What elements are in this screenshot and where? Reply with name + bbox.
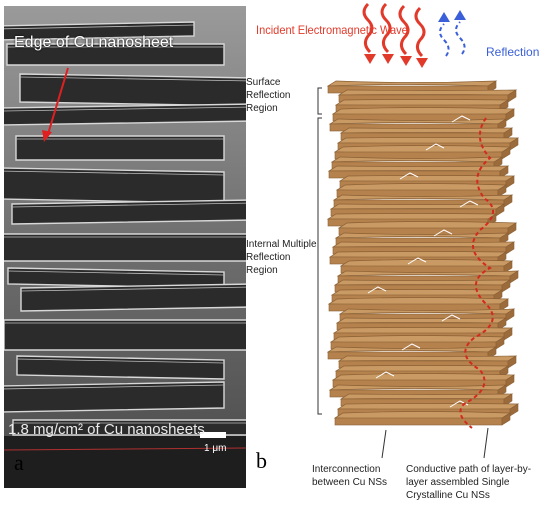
sem-sheet: [20, 283, 246, 312]
incident-waves: [362, 2, 426, 58]
nanosheet-top: [336, 403, 520, 410]
reflection-label: Reflection: [486, 45, 540, 59]
incident-wave-3: [398, 4, 410, 56]
sem-title: Edge of Cu nanosheet: [14, 34, 174, 51]
incident-arrowheads: [364, 54, 428, 68]
schematic: [317, 2, 520, 459]
edge-arrow-head: [42, 130, 52, 142]
internal-reflection-arrow: [441, 314, 461, 322]
nanosheet-top: [326, 213, 498, 220]
sem-caption: 1.8 mg/cm² of Cu nanosheets: [8, 421, 205, 438]
incident-wave-1: [362, 2, 374, 54]
surface-region-label: Surface Reflection Region: [246, 77, 291, 114]
internal-reflection-arrow: [401, 343, 421, 351]
nanosheet-top: [337, 89, 518, 96]
nanosheet-top: [339, 127, 514, 134]
surface-bracket: [317, 87, 322, 115]
reflection-wave-2: [455, 21, 466, 55]
nanosheet-top: [333, 279, 512, 286]
internal-reflection-arrow: [451, 115, 471, 123]
sem-red-line: [4, 447, 246, 451]
sem-sheet-edge: [20, 286, 246, 292]
nanosheet-top: [331, 241, 516, 248]
interconn-pointer: [381, 429, 387, 459]
nanosheet-side: [503, 260, 513, 274]
sem-sheet-edge: [4, 384, 225, 390]
internal-reflection-arrow: [433, 229, 453, 237]
incident-wave-4: [414, 6, 426, 58]
reflection-arrowheads: [438, 10, 466, 22]
reflection-wave-1: [439, 23, 450, 57]
internal-reflection-arrow: [425, 143, 445, 151]
nanosheet-top: [326, 80, 498, 87]
sem-layers: [4, 21, 246, 436]
incident-wave-label: Incident Electromagnetic Wave: [256, 23, 408, 37]
panel-a-letter: a: [14, 450, 24, 475]
nanosheet-side: [499, 298, 509, 312]
nanosheet-top: [334, 99, 510, 106]
sem-sheet: [6, 43, 225, 66]
nanosheet-top: [336, 137, 520, 144]
nanosheet-top: [338, 175, 516, 182]
sem-sheet-edge: [4, 24, 195, 30]
conductive-path: [459, 117, 494, 429]
internal-reflection-arrow: [367, 286, 387, 294]
interconnection-label: Interconnection between Cu NSs: [312, 464, 388, 488]
nanosheet-side: [497, 184, 507, 198]
internal-region-label: Internal Multiple Reflection Region: [246, 239, 317, 276]
sem-sheet-edge: [7, 270, 225, 276]
sem-sheet: [4, 233, 246, 262]
incident-wave-2: [380, 2, 392, 54]
nanosheet-front: [334, 417, 503, 426]
internal-reflection-arrow: [399, 172, 419, 180]
nanosheet-top: [328, 251, 508, 258]
sem-sheet: [15, 135, 225, 161]
internal-reflection-arrow: [375, 371, 395, 379]
nanosheet-top: [335, 317, 508, 324]
sem-image: [4, 6, 246, 488]
nanosheet-side: [501, 412, 511, 426]
conductive-path-label: Conductive path of layer-by-layer assemb…: [406, 464, 532, 501]
nanosheet-top: [339, 393, 514, 400]
sem-sheet-edge: [4, 106, 246, 112]
nanosheet-top: [334, 365, 510, 372]
conductive-pointer: [483, 427, 489, 459]
sem-sheet: [4, 103, 246, 126]
sem-sheet-edge: [4, 170, 225, 176]
edge-arrow: [47, 67, 69, 135]
sem-sheet: [4, 21, 195, 41]
scale-bar: [200, 432, 226, 438]
scale-bar-label: 1 μm: [204, 443, 227, 454]
sem-bottom-band: [4, 436, 246, 488]
sem-sheet-edge: [19, 76, 246, 82]
nanosheet-top: [337, 355, 518, 362]
sem-sheet: [12, 419, 246, 436]
sem-sheet: [4, 381, 225, 413]
sem-sheet: [19, 73, 246, 107]
internal-reflection-arrow: [459, 200, 479, 208]
internal-bracket: [317, 117, 322, 415]
sem-sheet: [4, 319, 246, 351]
sem-sheet-edge: [16, 358, 225, 364]
reflection-waves: [439, 21, 466, 57]
internal-reflection-arrow: [407, 257, 427, 265]
panel-b-letter: b: [256, 448, 267, 473]
nanosheet-stack: [326, 80, 520, 426]
sem-sheet-edge: [11, 202, 246, 208]
